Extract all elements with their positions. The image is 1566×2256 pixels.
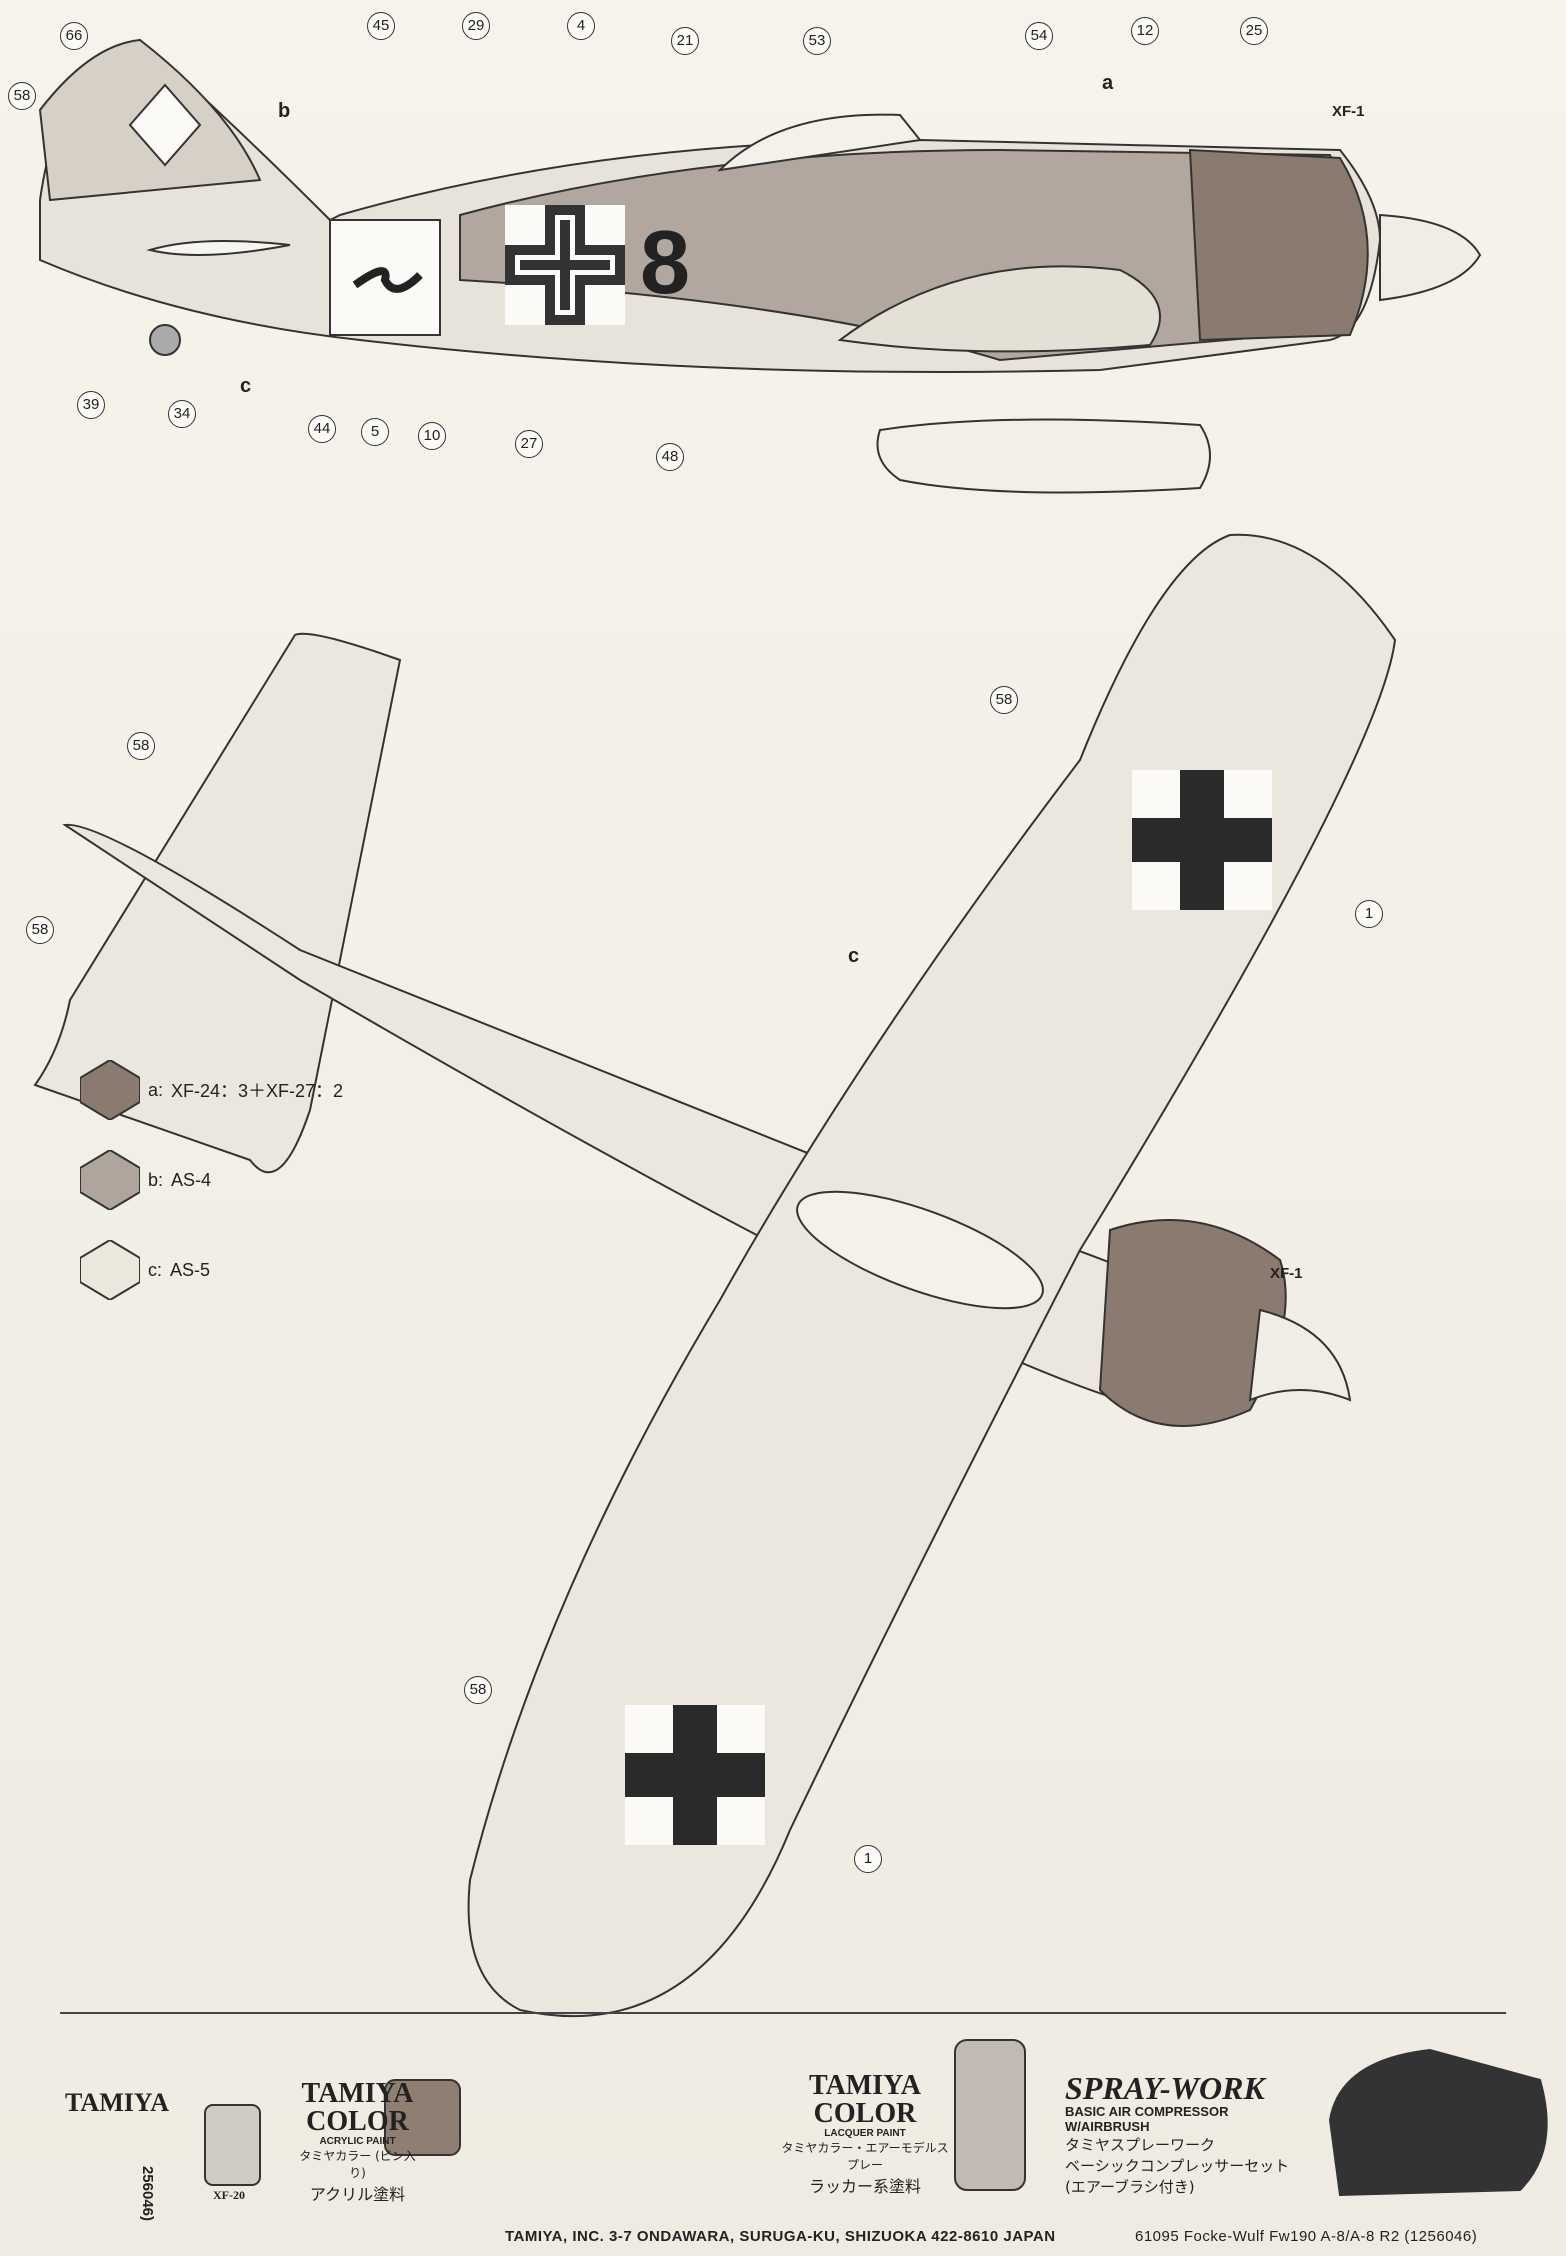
tail-wheel <box>149 324 181 356</box>
plan-cross-upper <box>1132 770 1272 910</box>
callout-44: 44 <box>308 415 336 443</box>
callout-58: 58 <box>8 82 36 110</box>
legend-row-b: b: AS-4 <box>80 1135 343 1225</box>
engine-cowl <box>1188 148 1369 342</box>
callout-48: 48 <box>656 443 684 471</box>
callout-45: 45 <box>367 12 395 40</box>
canopy <box>717 113 922 172</box>
callout-5: 5 <box>361 418 389 446</box>
spinner <box>1379 213 1482 302</box>
brand-acrylic-type: ACRYLIC PAINT <box>319 2136 396 2147</box>
side-cross <box>505 205 625 325</box>
product-images <box>204 2039 1548 2197</box>
callout-25: 25 <box>1240 17 1268 45</box>
callout-plan-1-lower: 1 <box>854 1845 882 1873</box>
legend-text-c: AS-5 <box>170 1259 211 1280</box>
black-s <box>352 267 423 293</box>
legend-row-c: c: AS-5 <box>80 1225 343 1315</box>
swatch-a <box>80 1060 140 1120</box>
marker-c-plan: c <box>848 945 860 967</box>
brand-lacquer-jp: タミヤカラー・エアーモデルスプレー <box>781 2141 949 2172</box>
callout-53: 53 <box>803 27 831 55</box>
legend-text-b: AS-4 <box>171 1169 212 1190</box>
swatch-c <box>80 1240 140 1300</box>
marker-xf1-plan: XF-1 <box>1270 1265 1303 1282</box>
tail-diamond <box>128 83 202 167</box>
legend-row-a: a: XF-24：3＋XF-27：2 <box>80 1045 343 1135</box>
callout-plan-58-wing: 58 <box>990 686 1018 714</box>
xf20-bottle <box>204 2104 261 2186</box>
marker-xf1-side: XF-1 <box>1332 103 1365 120</box>
footer-product-code: 61095 Focke-Wulf Fw190 A-8/A-8 R2 (12560… <box>1135 2228 1478 2245</box>
footer-side-code: 256046) <box>139 2165 157 2222</box>
plan-cross-lower <box>625 1705 765 1845</box>
legend-letter-c: c: <box>148 1259 163 1280</box>
plan-spinner <box>1248 1308 1352 1402</box>
drop-tank <box>876 418 1211 494</box>
legend-letter-b: b: <box>148 1169 164 1190</box>
legend-letter-a: a: <box>148 1079 164 1100</box>
callout-27: 27 <box>515 430 543 458</box>
acrylic-jar <box>384 2079 461 2156</box>
compressor <box>1328 2048 1548 2197</box>
callout-39: 39 <box>77 391 105 419</box>
callout-12: 12 <box>1131 17 1159 45</box>
brand-acrylic-color: COLOR <box>306 2106 409 2137</box>
brand-lacquer-color: COLOR <box>813 2098 917 2129</box>
footer-address: TAMIYA, INC. 3-7 ONDAWARA, SURUGA-KU, SH… <box>505 2228 1056 2245</box>
plan-view <box>33 533 1397 2018</box>
legend-text-a: XF-24：3＋XF-27：2 <box>171 1081 344 1101</box>
callout-plan-58-tail-lower: 58 <box>26 916 54 944</box>
brand-acrylic-tamiya: TAMIYA <box>301 2078 414 2109</box>
callout-54: 54 <box>1025 22 1053 50</box>
swatch-b <box>80 1150 140 1210</box>
marker-a: a <box>1102 72 1114 94</box>
brand-acrylic-jp2: アクリル塗料 <box>309 2185 406 2204</box>
footer-divider <box>60 2012 1506 2014</box>
brand-spray-sub: BASIC AIR COMPRESSOR <box>1065 2104 1229 2119</box>
tailplane <box>146 240 291 256</box>
brand-spray-sub2: W/AIRBRUSH <box>1065 2119 1150 2134</box>
brand-spray-jp3: (エアーブラシ付き) <box>1065 2178 1195 2196</box>
callout-21: 21 <box>671 27 699 55</box>
callout-plan-1-upper: 1 <box>1355 900 1383 928</box>
callout-29: 29 <box>462 12 490 40</box>
callout-10: 10 <box>418 422 446 450</box>
brand-tamiya-left: TAMIYA <box>65 2090 169 2116</box>
brand-acrylic-jp: タミヤカラー (ビン入り) <box>299 2149 416 2180</box>
callout-34: 34 <box>168 400 196 428</box>
callout-plan-58-wing-lower: 58 <box>464 1676 492 1704</box>
spray-can <box>954 2039 1026 2191</box>
brand-acrylic: TAMIYA COLOR ACRYLIC PAINT タミヤカラー (ビン入り)… <box>295 2080 420 2205</box>
brand-spray-jp2: ベーシックコンプレッサーセット <box>1065 2157 1290 2175</box>
paint-legend: a: XF-24：3＋XF-27：2 b: AS-4 c: AS-5 <box>80 1045 343 1315</box>
brand-lacquer-tamiya: TAMIYA <box>808 2070 921 2101</box>
aircraft-number: 8 <box>640 213 691 313</box>
brand-spray-work: SPRAY-WORK BASIC AIR COMPRESSOR W/AIRBRU… <box>1065 2072 1295 2197</box>
brand-lacquer: TAMIYA COLOR LACQUER PAINT タミヤカラー・エアーモデル… <box>780 2072 950 2197</box>
brand-spray-title: SPRAY-WORK <box>1065 2070 1265 2106</box>
plan-drop-tank <box>796 1190 1044 1310</box>
marker-c-side: c <box>240 375 252 397</box>
callout-66: 66 <box>60 22 88 50</box>
wing-side <box>837 265 1161 353</box>
xf20-label: XF-20 <box>213 2188 245 2202</box>
brand-lacquer-type: LACQUER PAINT <box>824 2128 906 2139</box>
callout-plan-58-tail-upper: 58 <box>127 732 155 760</box>
marker-b: b <box>278 100 291 122</box>
brand-lacquer-jp2: ラッカー系塗料 <box>808 2177 921 2196</box>
side-profile <box>38 38 1482 494</box>
brand-tamiya-left-text: TAMIYA <box>65 2088 170 2117</box>
callout-4: 4 <box>567 12 595 40</box>
brand-spray-jp: タミヤスプレーワーク <box>1065 2136 1216 2154</box>
